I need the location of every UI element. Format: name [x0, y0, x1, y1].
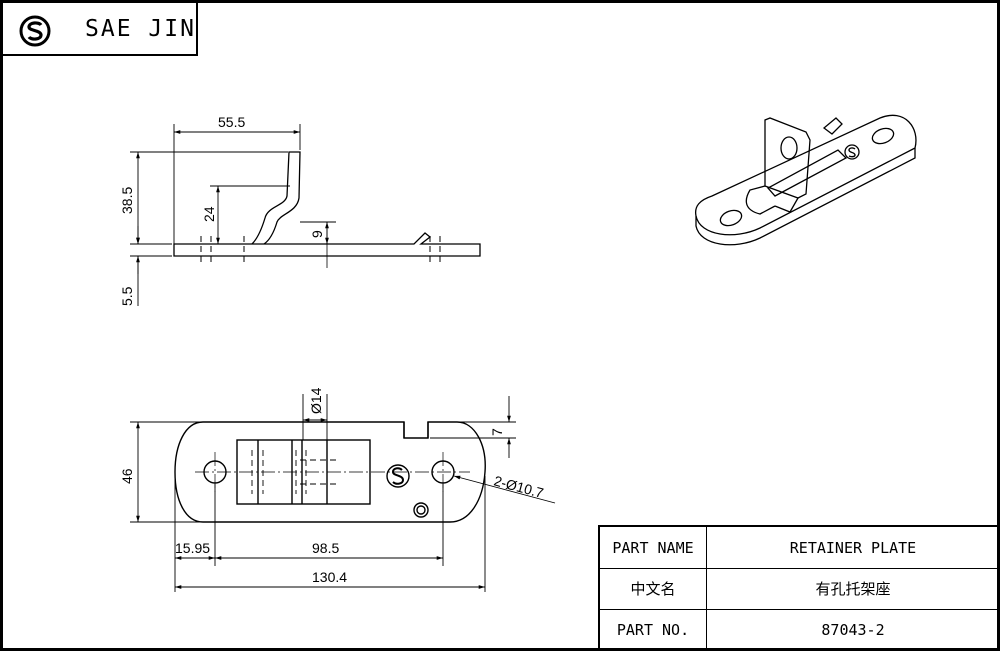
title-row-part-name: PART NAME RETAINER PLATE	[600, 527, 999, 569]
title-row-part-no: PART NO. 87043-2	[600, 609, 999, 650]
title-block: PART NAME RETAINER PLATE 中文名 有孔托架座 PART …	[598, 525, 999, 650]
brand-box: SAE JIN	[3, 3, 198, 56]
dim-overall-length: 130.4	[312, 569, 347, 585]
part-name-value: RETAINER PLATE	[789, 538, 917, 557]
dim-bend: 24	[201, 206, 217, 222]
side-view	[173, 151, 481, 268]
brand-name: SAE JIN	[85, 16, 196, 42]
dim-base: 5.5	[119, 286, 135, 306]
part-no-value: 87043-2	[821, 620, 885, 639]
dim-width: 46	[119, 468, 135, 484]
sae-jin-s-logo-icon	[19, 15, 51, 47]
side-view-dimensions	[130, 124, 336, 306]
plan-view-centerlines	[195, 452, 470, 492]
chinese-name-value: 有孔托架座	[815, 580, 891, 598]
dim-boss-dia: Ø14	[308, 387, 324, 414]
dim-top-width: 55.5	[218, 114, 245, 130]
part-no-label: PART NO.	[600, 609, 707, 650]
title-row-chinese-name: 中文名 有孔托架座	[600, 568, 999, 610]
dim-hole-spacing: 98.5	[312, 540, 339, 556]
dim-edge-offset: 15.95	[175, 540, 210, 556]
isometric-view	[694, 114, 917, 246]
chinese-name-label: 中文名	[600, 568, 707, 609]
dim-height: 38.5	[119, 187, 135, 214]
part-name-label: PART NAME	[600, 527, 707, 568]
dim-thickness: 9	[309, 230, 325, 238]
plan-view-dimensions	[130, 394, 556, 592]
dim-holes: 2-Ø10.7	[492, 472, 545, 501]
dim-tab-height: 7	[489, 428, 505, 436]
